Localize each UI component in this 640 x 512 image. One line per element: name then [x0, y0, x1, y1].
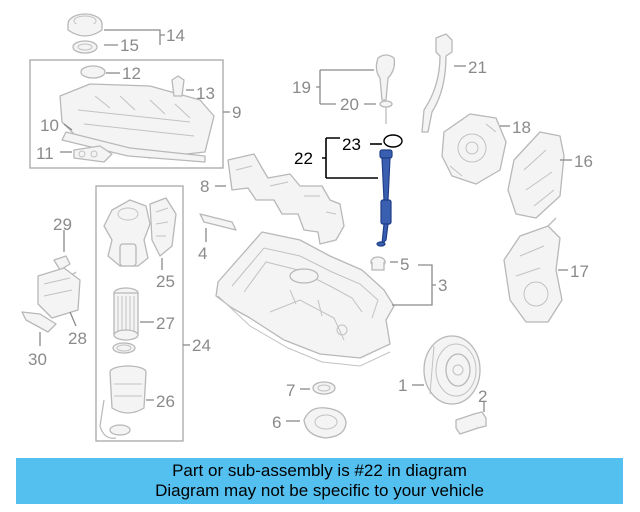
dipstick-tube-illustration: [421, 33, 453, 133]
oil-cooler-bracket-illustration: [21, 255, 81, 333]
drain-plug-illustration: [370, 256, 386, 271]
seal-ring-illustration: [312, 381, 336, 395]
parts-diagram: 14 15 9 12 13 10 11 24 25 27: [21, 13, 593, 442]
highlighted-oil-dipstick-22[interactable]: [376, 149, 393, 247]
callout-3: 3: [438, 276, 447, 295]
callout-13: 13: [196, 84, 215, 103]
crankshaft-pulley-illustration: [423, 335, 481, 405]
oil-filter-housing-illustration: [103, 197, 177, 267]
callout-14: 14: [166, 26, 185, 45]
callout-28: 28: [68, 329, 87, 348]
callout-19: 19: [292, 78, 311, 97]
callout-30: 30: [28, 350, 47, 369]
callout-15: 15: [120, 36, 139, 55]
oil-pan-illustration: [215, 231, 395, 367]
dipstick-handle-illustration: [375, 54, 396, 124]
oil-filter-group-frame: [95, 185, 184, 442]
callout-25: 25: [156, 272, 175, 291]
valve-cover-illustration: [59, 65, 215, 163]
callout-20: 20: [340, 95, 359, 114]
valve-cover-group-frame: [29, 59, 224, 169]
oil-filter-seal-illustration: [112, 342, 136, 354]
callout-8: 8: [200, 177, 209, 196]
banner-line-2: Diagram may not be specific to your vehi…: [155, 481, 484, 500]
callout-6: 6: [272, 413, 281, 432]
info-banner: Part or sub-assembly is #22 in diagram D…: [16, 458, 623, 504]
callout-27: 27: [156, 314, 175, 333]
baffle-strip-illustration: [199, 213, 237, 231]
callout-23: 23: [342, 135, 361, 154]
timing-cover-outer-illustration: [507, 131, 565, 219]
oring-23-illustration: [383, 134, 403, 148]
banner-line-1: Part or sub-assembly is #22 in diagram: [172, 461, 467, 480]
callout-29: 29: [53, 215, 72, 234]
callout-5: 5: [400, 255, 409, 274]
callout-11: 11: [36, 144, 54, 163]
oil-filler-cap-illustration: [67, 13, 103, 54]
oil-filter-element-illustration: [113, 287, 139, 341]
callout-26: 26: [156, 392, 175, 411]
callout-16: 16: [574, 152, 593, 171]
seal-flange-illustration: [303, 407, 347, 439]
callout-24: 24: [192, 336, 211, 355]
callout-7: 7: [286, 381, 295, 400]
callout-1: 1: [398, 376, 407, 395]
callout-17: 17: [570, 262, 589, 281]
callout-12: 12: [122, 64, 141, 83]
callout-10: 10: [40, 116, 59, 135]
timing-cover-inner-illustration: [441, 113, 507, 185]
oil-filter-cap-illustration: [99, 365, 147, 439]
callout-2: 2: [478, 387, 487, 406]
callout-4: 4: [198, 244, 207, 263]
callout-18: 18: [512, 118, 531, 137]
oil-pan-gasket-illustration: [227, 153, 345, 245]
pulley-bolt-illustration: [455, 411, 487, 435]
callout-21: 21: [468, 58, 487, 77]
lower-timing-cover-illustration: [503, 217, 563, 323]
callout-9: 9: [232, 103, 241, 122]
callout-22[interactable]: 22: [294, 149, 313, 168]
